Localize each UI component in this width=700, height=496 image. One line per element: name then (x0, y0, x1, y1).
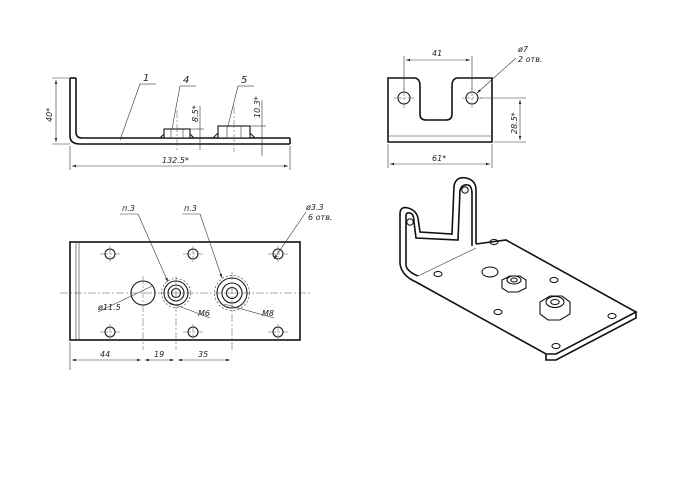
dim-44: 44 (100, 350, 110, 359)
callout-5: 5 (241, 75, 247, 86)
callout-1: 1 (143, 73, 149, 84)
hole-count-label: 2 отв. (518, 55, 542, 64)
iso-base-top (415, 239, 638, 355)
small-hole-dia: ø3.3 (305, 203, 324, 212)
iso-large-nut (539, 295, 571, 321)
iso-flange-outer (399, 176, 477, 264)
small-nut-height-label: 8.5* (191, 105, 200, 122)
callout-4: 4 (183, 75, 189, 86)
weld-note-right: п.3 (184, 204, 197, 213)
dim-35: 35 (198, 350, 208, 359)
plate-outer-profile (69, 78, 290, 145)
height-dim-label: 40* (45, 108, 54, 122)
thread-m6: M6 (198, 309, 210, 318)
hole-dia-label: ø7 (517, 45, 529, 54)
end-view: 41 ø7 2 отв. 28.5* 61* (387, 45, 542, 168)
large-hole-dia: ø11.5 (97, 303, 121, 312)
isometric-view (399, 176, 638, 361)
slot-width-dim: 41 (432, 49, 442, 58)
side-view: 40* 132.5* 1 4 5 8.5* 10.3* (45, 73, 291, 170)
length-dim-label: 132.5* (162, 156, 189, 165)
thread-m8: M8 (262, 309, 274, 318)
large-nut-height-label: 10.3* (253, 96, 262, 118)
small-holes (100, 246, 288, 340)
iso-flange-inner (405, 184, 473, 266)
end-plate-outline (387, 77, 493, 143)
hole-height-dim: 28.5* (510, 112, 519, 134)
plan-view: п.3 п.3 ø3.3 6 отв. ø11.5 M6 M8 44 19 35 (60, 203, 332, 370)
m6-weld-nut (161, 276, 191, 350)
iso-small-nut (501, 275, 527, 293)
dim-19: 19 (154, 350, 164, 359)
iso-base-holes (433, 238, 617, 350)
small-hole-count: 6 отв. (308, 213, 332, 222)
plan-plate-outline (69, 241, 301, 341)
plate-inner-profile (75, 78, 290, 139)
overall-width-dim: 61* (432, 154, 446, 163)
m8-weld-nut (214, 272, 250, 350)
weld-note-left: п.3 (122, 204, 135, 213)
